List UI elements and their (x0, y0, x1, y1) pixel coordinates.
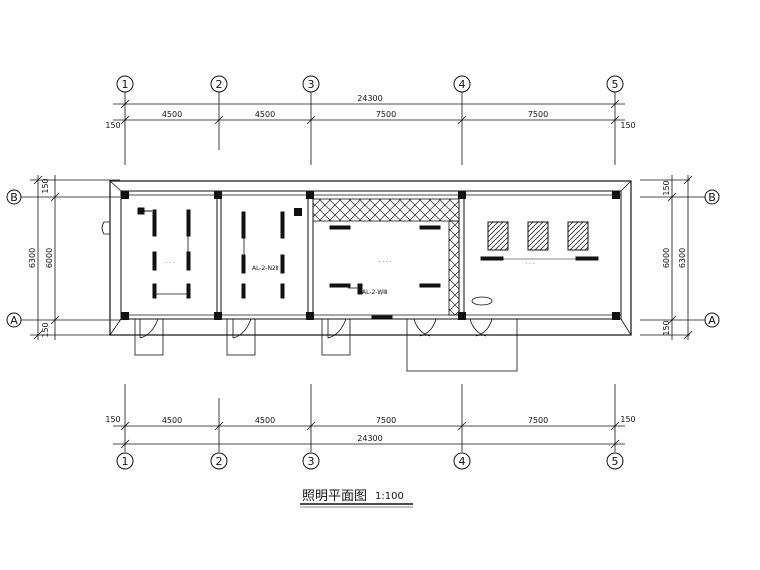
top-edge-left: 150 (105, 121, 120, 130)
axis-bubbles-bottom (116, 452, 624, 470)
axis-bubbles-top (116, 75, 624, 93)
room-1-fixtures (137, 207, 191, 299)
left-total-dim: 6300 (28, 248, 37, 268)
building-outline (109, 180, 632, 336)
bottom-span-1: 4500 (162, 416, 182, 425)
top-dimensions (113, 92, 625, 165)
room-2-fixtures (241, 211, 285, 299)
top-span-2: 4500 (255, 110, 275, 119)
axis-bubbles-right (704, 189, 720, 328)
axis-label-1: 1 (122, 78, 129, 91)
room-1-label: · · · (165, 260, 175, 267)
right-dimensions (640, 175, 705, 340)
bottom-total-dim: 24300 (357, 434, 382, 443)
room-4-equipment (471, 221, 599, 306)
right-edge-bottom: 150 (662, 320, 671, 335)
bottom-dimensions (113, 384, 625, 452)
top-total-dim: 24300 (357, 94, 382, 103)
right-edge-top: 150 (662, 180, 671, 195)
drawing-title: 照明平面图 (302, 489, 367, 504)
doors-and-steps (101, 221, 518, 372)
left-edge-top: 150 (41, 178, 50, 193)
bottom-span-3: 7500 (376, 416, 396, 425)
right-total-dim: 6300 (678, 248, 687, 268)
room-4-label: · · · (525, 261, 535, 268)
axis-bubbles-left (6, 189, 22, 328)
left-edge-bottom: 150 (41, 322, 50, 337)
axis-label-2: 2 (216, 78, 223, 91)
axis-label-5: 5 (612, 78, 619, 91)
axis-label-1-bottom: 1 (122, 455, 129, 468)
top-span-1: 4500 (162, 110, 182, 119)
structural-columns (121, 191, 620, 320)
axis-label-A-right: A (708, 314, 716, 327)
axis-label-3-bottom: 3 (308, 455, 315, 468)
room-3-label: · · · · (378, 259, 391, 266)
bottom-span-4: 7500 (528, 416, 548, 425)
circuit-label-2: AL-2-WⅢ (362, 289, 387, 296)
top-edge-right: 150 (620, 121, 635, 130)
axis-label-4-bottom: 4 (459, 455, 466, 468)
axis-label-B-left: B (10, 191, 18, 204)
title-underline (300, 503, 413, 508)
cable-trench-hatch (312, 198, 460, 316)
right-inner-dim: 6000 (662, 248, 671, 268)
axis-label-A-left: A (10, 314, 18, 327)
circuit-label-1: AL-2-N2Ⅱ (252, 265, 279, 272)
top-span-4: 7500 (528, 110, 548, 119)
axis-label-2-bottom: 2 (216, 455, 223, 468)
room-3-fixtures (329, 225, 441, 320)
axis-label-5-bottom: 5 (612, 455, 619, 468)
axis-label-3: 3 (308, 78, 315, 91)
axis-label-4: 4 (459, 78, 466, 91)
bottom-edge-right: 150 (620, 415, 635, 424)
left-inner-dim: 6000 (45, 248, 54, 268)
bottom-span-2: 4500 (255, 416, 275, 425)
axis-label-B-right: B (708, 191, 716, 204)
top-span-3: 7500 (376, 110, 396, 119)
bottom-edge-left: 150 (105, 415, 120, 424)
drawing-scale: 1:100 (375, 491, 404, 502)
left-dimensions (21, 175, 120, 340)
